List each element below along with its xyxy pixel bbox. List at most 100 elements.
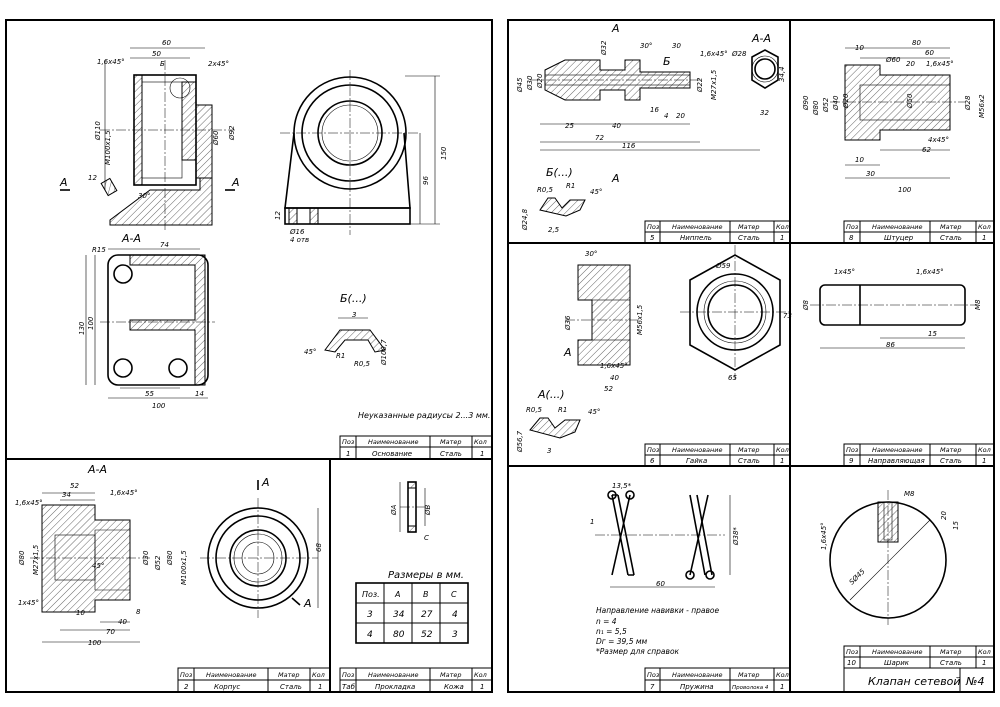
dim-text: 30° — [640, 42, 652, 50]
tb-header: Кол — [776, 671, 789, 679]
part-6-nut — [529, 245, 790, 439]
dim-text: Ø80 — [812, 100, 820, 116]
dim-text: M100x1,5 — [180, 550, 188, 585]
part-10-ball — [829, 490, 947, 625]
part-9-guide — [810, 284, 975, 349]
tb-cell: 9 — [849, 457, 854, 465]
dim-text: R0,5 — [537, 186, 554, 194]
tb-cell: Таб — [342, 683, 356, 691]
tb-header: Матер — [940, 223, 962, 231]
dim-text: 3 — [352, 311, 356, 319]
base-front-section — [60, 47, 235, 230]
tb-header: Кол — [474, 438, 487, 446]
part-1-base — [60, 47, 440, 399]
tb-cell: Сталь — [440, 450, 462, 458]
dim-text: 20 — [906, 60, 915, 68]
dim-text: R0,5 — [354, 360, 371, 368]
dim-text: Ø56,7 — [516, 430, 524, 453]
tb-cell: Пружина — [680, 683, 714, 691]
tb-header: Наименование — [872, 446, 923, 454]
base-detail-b — [324, 317, 386, 353]
dim-text: M100x1,5 — [104, 130, 112, 165]
view-label: А — [261, 476, 270, 489]
dim-text: R15 — [92, 246, 106, 254]
dim-text: 34,4 — [778, 66, 786, 82]
spring-note: Направление навивки - правое — [596, 606, 719, 615]
dim-text: 60 — [162, 39, 171, 47]
view-title: А-А — [121, 232, 141, 245]
dim-text: 45° — [590, 188, 602, 196]
tb-cell: 1 — [780, 457, 784, 465]
dim-text: 72 — [595, 134, 604, 142]
dim-text: 10 — [855, 44, 864, 52]
dim-text: Ø8 — [802, 299, 810, 311]
view-label: Б — [663, 55, 671, 68]
tb-header: Поз — [846, 648, 859, 656]
dim-text: C — [424, 534, 429, 542]
dim-text: 86 — [886, 341, 895, 349]
dim-text: 68 — [315, 543, 323, 552]
dim-text: 60 — [656, 580, 665, 588]
dim-text: Ø110 — [94, 121, 102, 141]
dim-text: 30 — [672, 42, 681, 50]
dim-text: 52 — [70, 482, 79, 490]
sizes-cell: 3 — [367, 610, 373, 620]
tb-header: Поз — [647, 671, 660, 679]
dim-text: 1x45° — [18, 599, 39, 607]
spring-note: n₁ = 5,5 — [596, 627, 627, 636]
tb-cell: Штуцер — [884, 234, 914, 242]
dim-text: 45° — [588, 408, 600, 416]
tb-header: Матер — [940, 648, 962, 656]
view-title: Б(...) — [340, 292, 367, 305]
dim-text: 2,5 — [548, 226, 560, 234]
dim-text: 20 — [676, 112, 685, 120]
tb-header: Наименование — [368, 438, 419, 446]
tb-cell: 10 — [847, 659, 856, 667]
tb-header: Поз — [846, 446, 859, 454]
base-section-aa — [85, 248, 215, 399]
dim-text: 34 — [62, 491, 71, 499]
dim-text: 60 — [925, 49, 934, 57]
dim-text: 100 — [87, 316, 95, 330]
tb-cell: 1 — [480, 683, 484, 691]
view-label: А — [611, 22, 620, 35]
dim-text: M56x1,5 — [636, 304, 644, 335]
dim-text: 15 — [952, 521, 960, 530]
dim-text: 14 — [195, 390, 204, 398]
sizes-cell: 27 — [421, 610, 433, 620]
dim-text: Ø22 — [696, 77, 704, 93]
tb-header: Наименование — [872, 223, 923, 231]
tb-cell: 5 — [650, 234, 655, 242]
tb-cell: Корпус — [214, 683, 240, 691]
dim-text: Ø28 — [964, 95, 972, 111]
part-7-spring — [595, 490, 731, 588]
tb-header: Кол — [474, 671, 487, 679]
tb-header: Кол — [978, 446, 991, 454]
tb-header: Наименование — [672, 446, 723, 454]
dim-text: 40 — [118, 618, 127, 626]
dim-text: 4 — [664, 112, 668, 120]
tb-cell: 1 — [982, 457, 986, 465]
tb-header: Поз — [342, 671, 355, 679]
dim-text: M27x1,5 — [32, 544, 40, 575]
dim-text: 15 — [928, 330, 937, 338]
dim-text: SØ45 — [848, 567, 867, 586]
dim-text: M8 — [904, 490, 915, 498]
dim-text: 25 — [565, 122, 574, 130]
dim-text: Ø20 — [536, 73, 544, 89]
part-8-fitting — [830, 47, 965, 179]
dim-text: 1,6x45° — [600, 362, 628, 370]
tb-cell: Сталь — [940, 659, 962, 667]
tb-cell: Ниппель — [680, 234, 712, 242]
dim-text: 1x45° — [834, 268, 855, 276]
tb-header: Поз — [846, 223, 859, 231]
dim-text: 1,6x45° — [916, 268, 944, 276]
tb-cell: 7 — [650, 683, 655, 691]
tb-header: Кол — [978, 648, 991, 656]
dim-text: 100 — [898, 186, 912, 194]
tb-cell: Сталь — [280, 683, 302, 691]
dim-text: 65 — [728, 374, 737, 382]
dim-text: Ø30 — [142, 550, 150, 566]
dim-text: 80 — [912, 39, 921, 47]
